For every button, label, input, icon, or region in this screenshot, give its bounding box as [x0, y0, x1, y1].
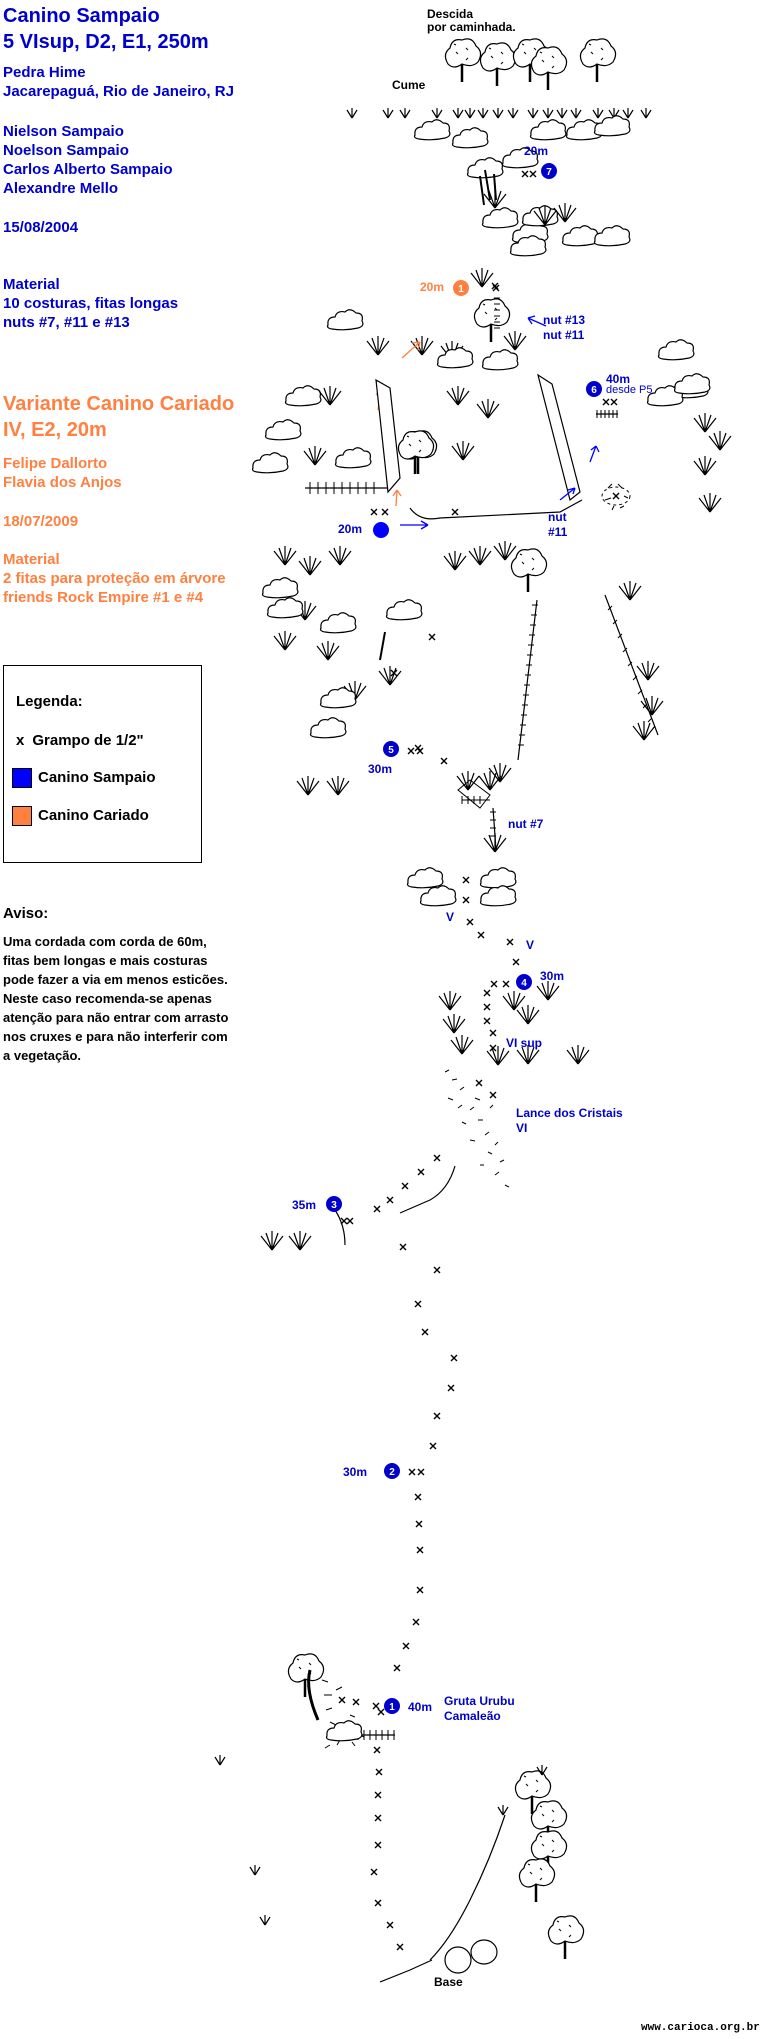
first-ascent-date: 15/08/2004 [3, 219, 79, 236]
footer-url[interactable]: www.carioca.org.br [641, 2022, 760, 2034]
main-route-swatch [12, 768, 32, 789]
belay-20m-label: 20m [338, 522, 363, 536]
summit-label: Cume [392, 78, 426, 92]
pitch-1-section: 1 [214, 1652, 509, 1951]
legend-variant-row: Canino Cariado [12, 806, 149, 827]
pitch-1-number: 1 [389, 1702, 395, 1713]
pitch-7-number: 7 [546, 167, 552, 178]
nut-7-label: nut #7 [508, 817, 544, 831]
notice-line-1: Uma cordada com corda de 60m, [3, 934, 207, 949]
legend-main-row: Canino Sampaio [12, 768, 156, 789]
descent-line-2: por caminhada. [427, 20, 516, 34]
grade-v-2: V [526, 938, 535, 952]
notice-title: Aviso: [3, 905, 49, 922]
main-route-arrows [400, 315, 600, 530]
crystals-label-1: Lance dos Cristais [516, 1106, 623, 1120]
variant-climber-2: Flavia dos Anjos [3, 474, 122, 491]
climber-3: Carlos Alberto Sampaio [3, 161, 173, 178]
legend-title: Legenda: [16, 693, 83, 710]
variant-date: 18/07/2009 [3, 513, 79, 530]
pitch-2-number: 2 [389, 1467, 395, 1478]
notice-line-2: fitas bem longas e mais costuras [3, 953, 208, 968]
pitch-3-length: 35m [292, 1198, 317, 1212]
climber-2: Noelson Sampaio [3, 142, 129, 159]
climber-4: Alexandre Mello [3, 180, 119, 197]
pitch-6-note: desde P5 [606, 384, 653, 396]
variant-grade: IV, E2, 20m [3, 419, 107, 441]
route-name: Canino Sampaio [3, 5, 160, 27]
pitch-5-marker [383, 741, 399, 757]
material-line-1: 10 costuras, fitas longas [3, 295, 179, 312]
mid-vegetation [261, 540, 664, 796]
material-title: Material [3, 276, 60, 293]
crystals-label-2: VI [516, 1121, 528, 1135]
legend-bolt-row: x Grampo de 1/2" [16, 731, 144, 750]
variant-name: Variante Canino Cariado [3, 393, 235, 415]
base-label: Base [434, 1975, 463, 1989]
variant-material-title: Material [3, 551, 60, 568]
notice-line-4: Neste caso recomenda-se apenas [3, 991, 212, 1006]
climber-1: Nielson Sampaio [3, 123, 124, 140]
pitch-1-length: 40m [408, 1700, 433, 1714]
pitch-5-length: 30m [368, 762, 393, 776]
location-peak: Pedra Hime [3, 64, 86, 81]
pitch-2-section: 2 [384, 1463, 425, 1672]
variant-pitch-length: 20m [420, 280, 445, 294]
legend-bolt-label: Grampo de 1/2" [32, 732, 144, 749]
pitch-4-section: 4 [406, 867, 590, 1099]
variant-material-line-2: friends Rock Empire #1 e #4 [3, 589, 204, 606]
cave-label-1: Gruta Urubu [444, 1694, 515, 1708]
base-area [379, 1764, 585, 1983]
descent-line-1: Descida [427, 7, 474, 21]
pitch-5-number: 5 [388, 745, 394, 756]
variant-pitch-1-number: 1 [458, 284, 464, 295]
variant-route-swatch [12, 806, 32, 827]
pitch-7-anchor: 7 [521, 163, 557, 179]
legend-variant-label: Canino Cariado [38, 807, 149, 824]
legend-main-label: Canino Sampaio [38, 769, 156, 786]
grade-vi-sup: VI sup [506, 1036, 543, 1050]
nut-11-label: nut #11 [543, 328, 585, 342]
cave-label-2: Camaleão [444, 1709, 501, 1723]
pitch-7-length: 20m [524, 144, 549, 158]
variant-material-line-1: 2 fitas para proteção em árvore [3, 570, 226, 587]
variant-pitch-1-marker [453, 280, 469, 296]
notice-line-6: nos cruxes e para não interferir com [3, 1029, 228, 1044]
notice-line-7: a vegetação. [3, 1048, 82, 1063]
nut-11b-label: #11 [548, 525, 568, 539]
pitch-2-length: 30m [343, 1465, 368, 1479]
pitch-3-section: 3 [260, 1154, 458, 1450]
belay-20m-marker [373, 522, 389, 538]
pitch-6-number: 6 [591, 385, 597, 396]
pitch-4-number: 4 [521, 978, 527, 989]
material-line-2: nuts #7, #11 e #13 [3, 314, 130, 331]
bolt-symbol: x [16, 732, 25, 749]
location-city: Jacarepaguá, Rio de Janeiro, RJ [3, 83, 234, 100]
pitch-6-length: 40m [606, 372, 631, 386]
route-grade: 5 VIsup, D2, E1, 250m [3, 31, 209, 53]
upper-bushes [413, 115, 631, 257]
descent-label: Descida por caminhada. [427, 8, 516, 34]
nut-13-label: nut #13 [543, 313, 586, 327]
nut-label: nut [548, 510, 567, 524]
pitch-6-marker [586, 381, 602, 397]
variant-climber-1: Felipe Dallorto [3, 455, 108, 472]
grade-v-1: V [446, 910, 455, 924]
pitch-3-number: 3 [331, 1200, 337, 1211]
crystals-area [444, 1069, 510, 1188]
pitch-4-length: 30m [540, 969, 565, 983]
notice-line-3: pode fazer a via em menos esticões. [3, 972, 228, 987]
notice-line-5: atenção para não entrar com arrasto [3, 1010, 229, 1025]
